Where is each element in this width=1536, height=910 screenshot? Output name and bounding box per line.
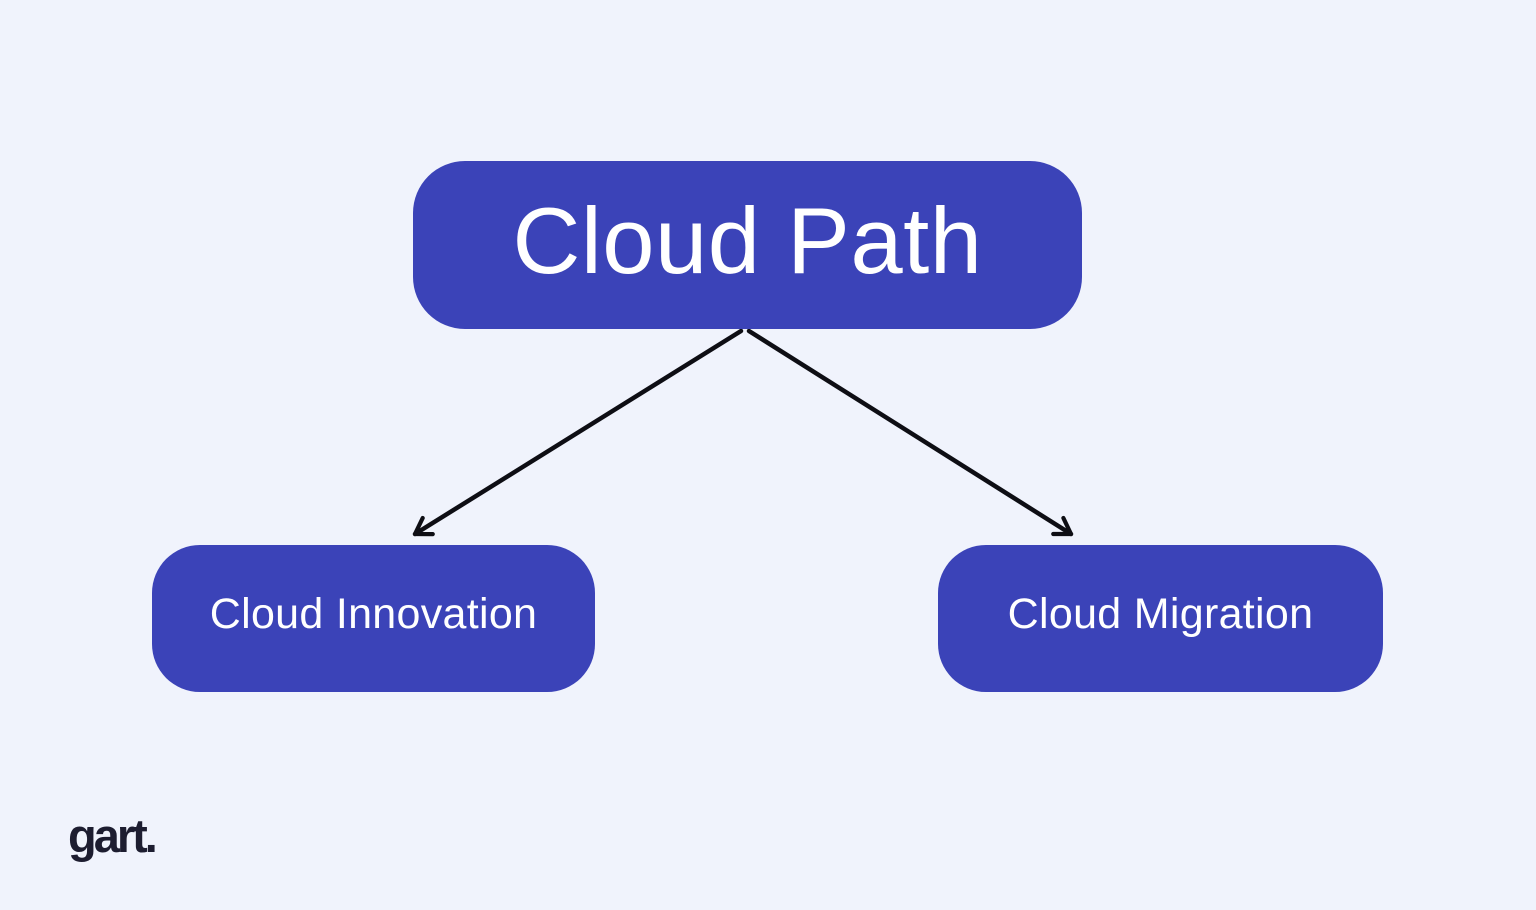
node-cloud-path: Cloud Path <box>413 161 1082 329</box>
arrow-root-to-migration <box>746 328 1074 537</box>
node-cloud-innovation-label: Cloud Innovation <box>209 590 538 638</box>
node-cloud-innovation: Cloud Innovation <box>152 545 595 692</box>
node-cloud-migration-label: Cloud Migration <box>1007 590 1314 638</box>
node-cloud-path-label: Cloud Path <box>512 188 983 293</box>
gart-logo: gart. <box>68 809 158 862</box>
node-cloud-migration: Cloud Migration <box>938 545 1383 692</box>
arrow-root-to-innovation <box>412 328 744 537</box>
